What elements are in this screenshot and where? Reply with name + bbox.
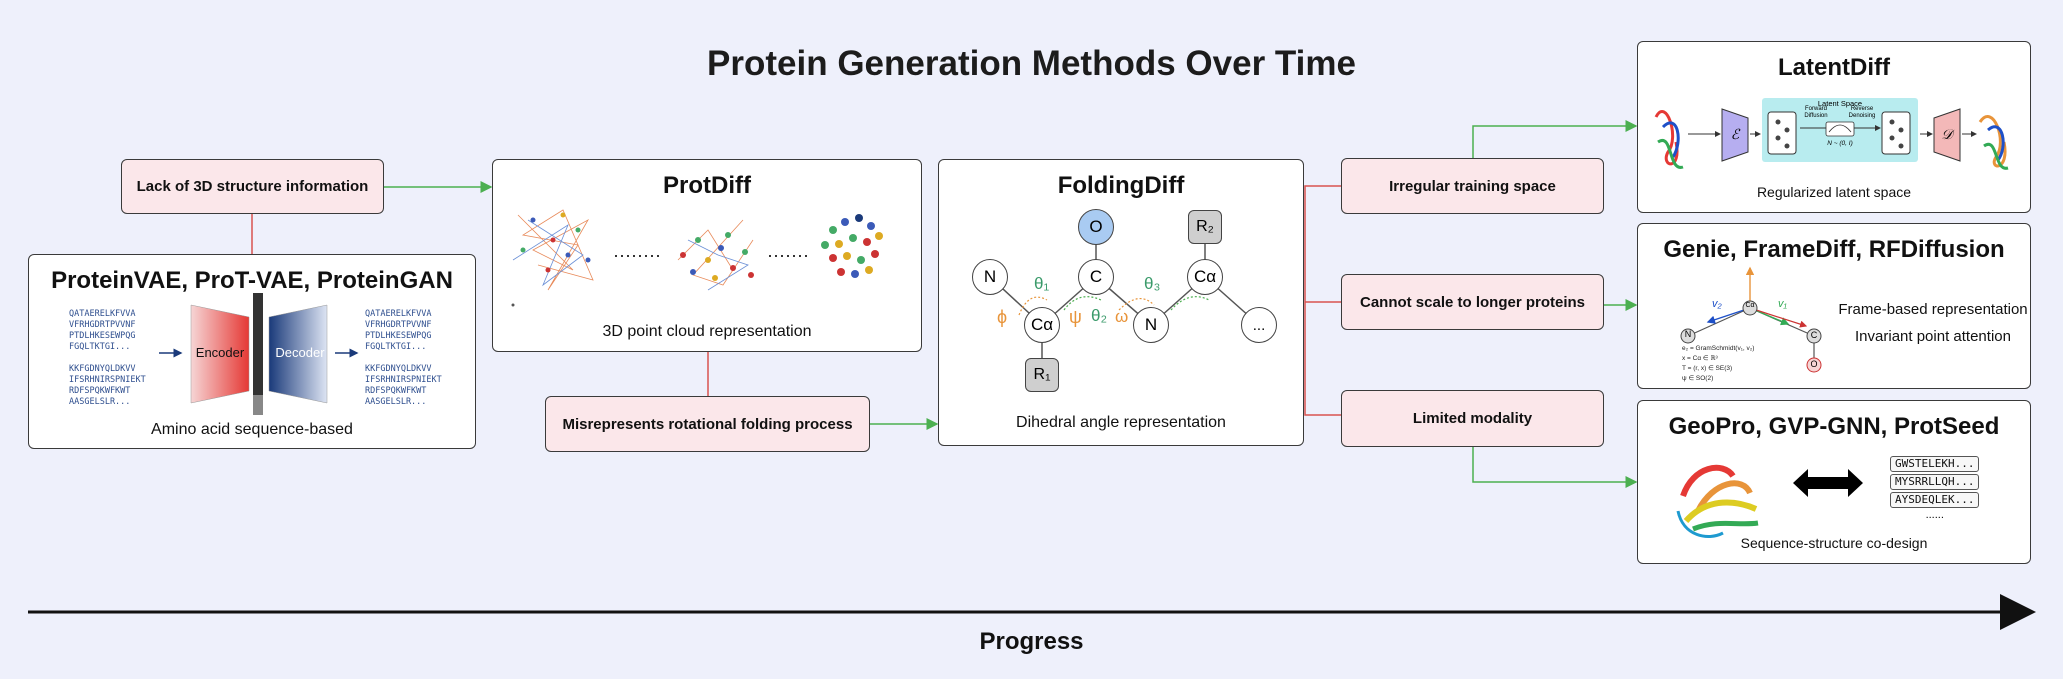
- sidechain-r1: R₁: [1025, 358, 1059, 392]
- geopro-title: GeoPro, GVP-GNN, ProtSeed: [1668, 413, 2000, 440]
- latentdiff-encoder: [1721, 108, 1749, 162]
- latent-space-label: Latent Space: [1817, 99, 1863, 108]
- connector-foldingdiff-problems: [1304, 185, 1341, 416]
- codesign-illustration: [1676, 464, 1863, 538]
- atom-c: C: [1078, 259, 1114, 295]
- foldingdiff-title: FoldingDiff: [1057, 172, 1185, 199]
- arrow-modality-to-geopro: [1472, 447, 1638, 488]
- angle-theta2: θ₂: [1091, 306, 1108, 325]
- frame-ca-atom: Cα: [1745, 302, 1755, 309]
- decoder-shape: [268, 304, 328, 404]
- problem-lack-3d: Lack of 3D structure information: [121, 159, 384, 214]
- frame-c-atom: C: [1810, 330, 1818, 340]
- method-box-vae: ProteinVAE, ProT-VAE, ProteinGAN QATAERE…: [28, 254, 476, 449]
- frame-diagram: [1680, 266, 1822, 373]
- atom-ca2: Cα: [1187, 259, 1223, 295]
- problem-limited-modality: Limited modality: [1341, 390, 1604, 447]
- genie-title: Genie, FrameDiff, RFDiffusion: [1663, 236, 2005, 263]
- page-title: Protein Generation Methods Over Time: [707, 44, 1356, 83]
- progress-label: Progress: [979, 628, 1084, 655]
- vector-v1: v₁: [1778, 298, 1787, 310]
- sidechain-r2: R₂: [1188, 210, 1222, 244]
- formula-2: x = Cα ∈ ℝ³: [1682, 355, 1718, 362]
- latentdiff-caption: Regularized latent space: [1756, 184, 1912, 200]
- problem-cannot-scale: Cannot scale to longer proteins: [1341, 274, 1604, 330]
- method-box-genie: Genie, FrameDiff, RFDiffusion N Cα C O v…: [1637, 223, 2031, 389]
- protdiff-title: ProtDiff: [663, 172, 751, 199]
- encoder-shape: [190, 304, 250, 404]
- formula-1: e₂ = GramSchmidt(v₁, v₂): [1682, 345, 1755, 352]
- atom-o: O: [1078, 209, 1114, 245]
- encoder-symbol: ℰ: [1730, 126, 1740, 142]
- atom-n1: N: [972, 259, 1008, 295]
- genie-line-frame: Frame-based representation: [1838, 301, 2028, 318]
- sequence-chip-1: GWSTELEKH...: [1890, 456, 1980, 472]
- method-box-latentdiff: LatentDiff: [1637, 41, 2031, 213]
- method-box-geopro: GeoPro, GVP-GNN, ProtSeed GWSTELEKH... M…: [1637, 400, 2031, 564]
- problem-misrepresents-folding: Misrepresents rotational folding process: [545, 396, 870, 452]
- vector-v2: v₂: [1712, 298, 1722, 310]
- sequence-stack: GWSTELEKH... MYSRRLLQH... AYSDEQLEK... .…: [1890, 456, 1980, 521]
- input-protein-ribbon: [1654, 110, 1684, 169]
- angle-phi: ϕ: [997, 307, 1008, 327]
- geopro-caption: Sequence-structure co-design: [1740, 535, 1928, 551]
- sequence-chip-2: MYSRRLLQH...: [1890, 474, 1980, 490]
- noise-label: N ~ (0, I): [1827, 140, 1853, 147]
- vae-input-sequences: QATAERELKFVVA VFRHGDRTPVVNF PTDLHKESEWPQ…: [69, 309, 146, 407]
- encoder-label: Encoder: [195, 345, 245, 360]
- atom-n2: N: [1133, 307, 1169, 343]
- angle-omega: ω: [1115, 307, 1129, 326]
- point-cloud-folded: [821, 214, 883, 278]
- vae-output-sequences: QATAERELKFVVA VFRHGDRTPVVNF PTDLHKESEWPQ…: [365, 309, 442, 407]
- latentdiff-decoder: [1933, 108, 1961, 162]
- latent-bar: [253, 293, 263, 415]
- formula-4: ψ ∈ SO(2): [1682, 375, 1714, 382]
- atom-ellipsis: ...: [1241, 307, 1277, 343]
- arrow-irregular-to-latentdiff: [1472, 120, 1638, 158]
- latentdiff-pipeline: [1654, 98, 2009, 170]
- point-cloud-noisy: [511, 209, 594, 307]
- dihedral-diagram: [989, 227, 1260, 374]
- vae-diagram: [159, 293, 359, 415]
- forward-diffusion-label: Forward Diffusion: [1804, 106, 1828, 119]
- decoder-label: Decoder: [275, 345, 325, 360]
- point-cloud-partial: [677, 219, 754, 291]
- angle-theta3: θ₃: [1144, 274, 1161, 293]
- reverse-denoising-label: Reverse Denoising: [1848, 106, 1876, 119]
- atom-ca1: Cα: [1024, 307, 1060, 343]
- method-box-protdiff: ProtDiff: [492, 159, 922, 352]
- frame-n-atom: N: [1684, 329, 1692, 339]
- formula-3: T = (r, x) ∈ SE(3): [1682, 365, 1733, 372]
- sequence-ellipsis: ......: [1925, 509, 1944, 521]
- latentdiff-title: LatentDiff: [1778, 54, 1890, 81]
- vae-caption: Amino acid sequence-based: [151, 421, 353, 438]
- vae-title: ProteinVAE, ProT-VAE, ProteinGAN: [51, 267, 453, 294]
- problem-irregular-space: Irregular training space: [1341, 158, 1604, 214]
- foldingdiff-caption: Dihedral angle representation: [1016, 414, 1226, 431]
- protein-ribbon-rainbow: [1676, 464, 1759, 538]
- sequence-chip-3: AYSDEQLEK...: [1890, 492, 1980, 508]
- output-protein-ribbon: [1978, 115, 2009, 170]
- method-box-foldingdiff: FoldingDiff N Cα C O N Cα R₂ R₁ ... ϕ θ₁…: [938, 159, 1304, 446]
- angle-theta1: θ₁: [1034, 274, 1050, 293]
- double-arrow: [1793, 469, 1863, 497]
- point-cloud-illustration: [511, 209, 883, 307]
- decoder-symbol: 𝒟: [1941, 126, 1953, 142]
- genie-line-ipa: Invariant point attention: [1855, 328, 2011, 345]
- protdiff-caption: 3D point cloud representation: [602, 323, 812, 340]
- frame-o-atom: O: [1810, 359, 1818, 369]
- angle-psi: ψ: [1069, 307, 1082, 327]
- frame-formulas: e₂ = GramSchmidt(v₁, v₂) x = Cα ∈ ℝ³ T =…: [1682, 344, 1754, 384]
